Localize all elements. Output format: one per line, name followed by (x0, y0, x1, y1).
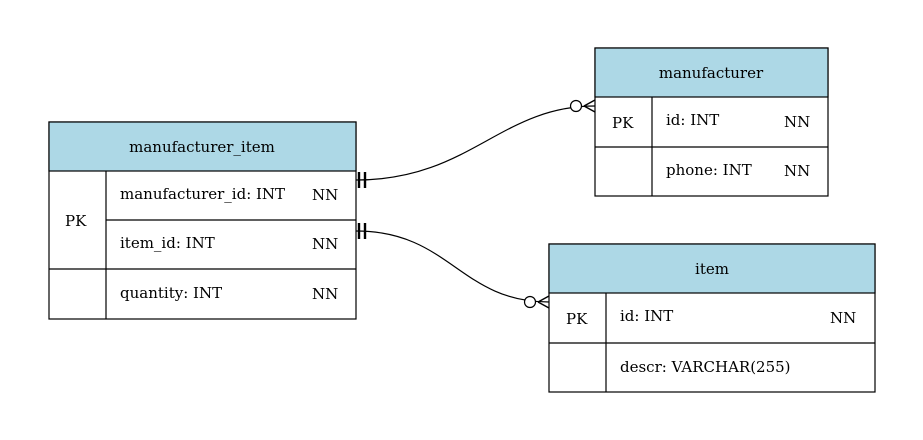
entity-manufacturer-item-title: manufacturer_item (129, 138, 275, 156)
cardinality-zero-circle (523, 295, 537, 309)
entity-item[interactable]: item PK id: INT NN descr: VARCHAR(255) (548, 243, 876, 393)
relationship-manufacturer[interactable] (355, 99, 596, 188)
entity-item-header (548, 243, 876, 294)
field-constraint: NN (312, 186, 338, 204)
field-constraint: NN (830, 309, 856, 327)
field-constraint: NN (784, 162, 810, 180)
crows-foot-many (537, 295, 550, 309)
pk-label: PK (566, 310, 588, 328)
crows-foot-many (583, 99, 596, 113)
field-constraint: NN (312, 285, 338, 303)
entity-manufacturer-header (594, 47, 829, 98)
field-item-id: item_id: INT (120, 234, 215, 252)
field-descr: descr: VARCHAR(255) (620, 358, 791, 376)
pk-label: PK (612, 114, 634, 132)
entity-manufacturer-item[interactable]: manufacturer_item PK manufacturer_id: IN… (48, 121, 357, 320)
field-id: id: INT (620, 307, 673, 325)
pk-label: PK (65, 212, 87, 230)
field-id: id: INT (666, 111, 719, 129)
field-constraint: NN (784, 113, 810, 131)
relationship-item[interactable] (355, 223, 550, 309)
field-phone: phone: INT (666, 161, 752, 179)
entity-manufacturer[interactable]: manufacturer PK id: INT NN phone: INT NN (594, 47, 829, 197)
field-manufacturer-id: manufacturer_id: INT (120, 185, 285, 203)
relationship-line (355, 230, 550, 303)
entity-manufacturer-title: manufacturer (659, 64, 764, 82)
relationship-line (355, 105, 596, 181)
field-constraint: NN (312, 235, 338, 253)
field-quantity: quantity: INT (120, 284, 222, 302)
entity-manufacturer-item-header (48, 121, 357, 172)
cardinality-zero-circle (569, 99, 583, 113)
entity-item-title: item (695, 260, 729, 278)
